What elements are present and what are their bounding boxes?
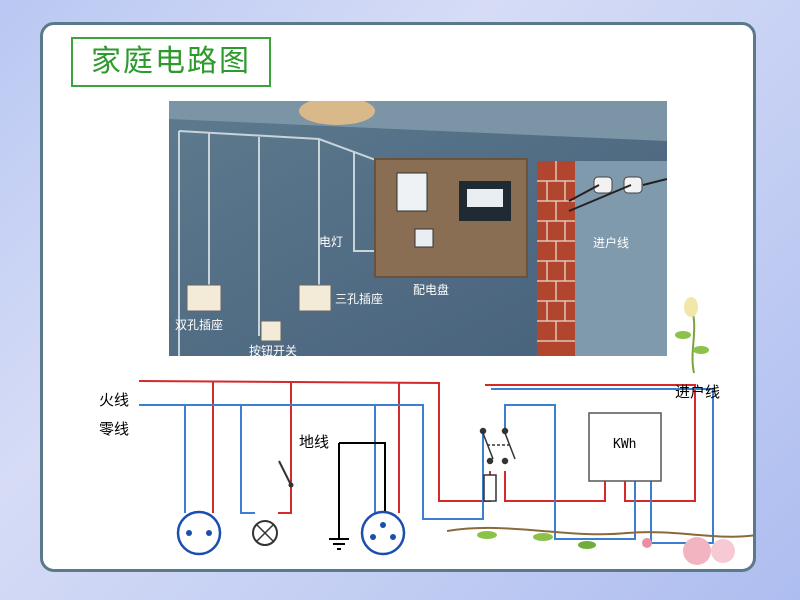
two-hole-socket [186, 284, 222, 312]
label-button-switch: 按钮开关 [249, 344, 298, 356]
label-ground-wire: 地线 [299, 433, 330, 451]
label-lamp: 电灯 [319, 235, 344, 249]
flower-vine-decoration [447, 526, 753, 565]
switch-symbol [278, 460, 294, 513]
ground-wire-path [329, 442, 386, 550]
illustration-svg [169, 101, 667, 356]
ceiling-lamp [299, 101, 375, 125]
label-two-hole-socket: 双孔插座 [175, 318, 224, 332]
label-neutral-wire: 零线 [99, 420, 130, 438]
label-incoming-line: 进户线 [675, 383, 721, 401]
slide-frame: 家庭电路图 [40, 22, 756, 572]
button-switch [260, 320, 282, 342]
circuit-svg [138, 380, 714, 556]
label-incoming-line-photo: 进户线 [593, 236, 630, 250]
brick-wall [537, 161, 575, 356]
flower-decoration-right [675, 297, 709, 374]
two-hole-socket-symbol [176, 510, 222, 556]
label-distribution-panel: 配电盘 [413, 283, 450, 297]
kwh-meter-box [588, 412, 662, 482]
neutral-wire-path [139, 388, 714, 544]
lamp-symbol [252, 520, 278, 546]
three-hole-socket [298, 284, 332, 312]
label-live-wire: 火线 [99, 391, 130, 409]
circuit-diagram: 火线 零线 地线 进户线 KWh [95, 361, 720, 561]
fuse-symbol [483, 474, 497, 502]
label-kwh: KWh [613, 437, 637, 452]
double-pole-switch [479, 427, 516, 465]
slide-title: 家庭电路图 [71, 37, 271, 87]
house-wiring-illustration: 电灯 三孔插座 配电盘 进户线 双孔插座 按钮开关 [169, 101, 667, 356]
label-three-hole-socket: 三孔插座 [335, 292, 384, 306]
insulators [593, 176, 643, 194]
fuse-switch [396, 172, 428, 212]
three-hole-socket-symbol [360, 510, 406, 556]
